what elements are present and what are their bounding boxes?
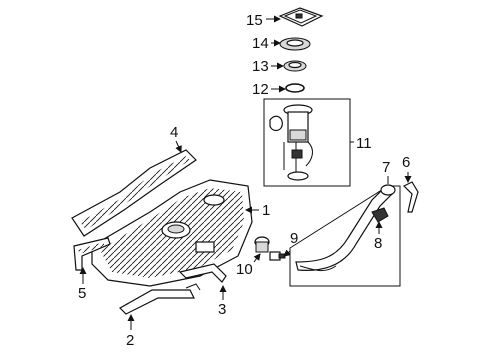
callout-11: 11 [356,135,372,152]
callout-2: 2 [126,332,134,349]
callout-4: 4 [170,124,178,141]
callout-3: 3 [218,301,226,318]
part-14-retainer-ring: 14 [252,35,311,52]
callout-10: 10 [236,261,253,278]
callout-9: 9 [290,230,298,247]
part-12-o-ring: 12 [252,81,305,98]
callout-14: 14 [252,35,269,52]
part-15-cover-plate: 15 [246,7,324,29]
part-6-clip: 6 [402,154,419,213]
callout-1: 1 [262,202,270,219]
callout-8: 8 [374,235,382,252]
part-4-heat-shield: 4 [71,124,197,237]
part-13-seal: 13 [252,58,307,75]
callout-15: 15 [246,12,263,29]
callout-12: 12 [252,81,269,98]
part-7-filler-neck: 7 [289,159,401,287]
part-5-lower-protector: 5 [73,237,111,302]
callout-5: 5 [78,285,86,302]
part-1-fuel-tank: 1 [91,179,270,287]
callout-6: 6 [402,154,410,171]
part-2-tank-strap: 2 [119,283,201,349]
callout-13: 13 [252,58,269,75]
part-3-tank-strap: 3 [178,263,227,318]
callout-7: 7 [382,159,390,176]
part-10-fuel-cap: 10 [236,236,270,278]
part-8-bracket: 8 [371,207,389,252]
part-11-fuel-pump-module: 11 [263,98,372,187]
